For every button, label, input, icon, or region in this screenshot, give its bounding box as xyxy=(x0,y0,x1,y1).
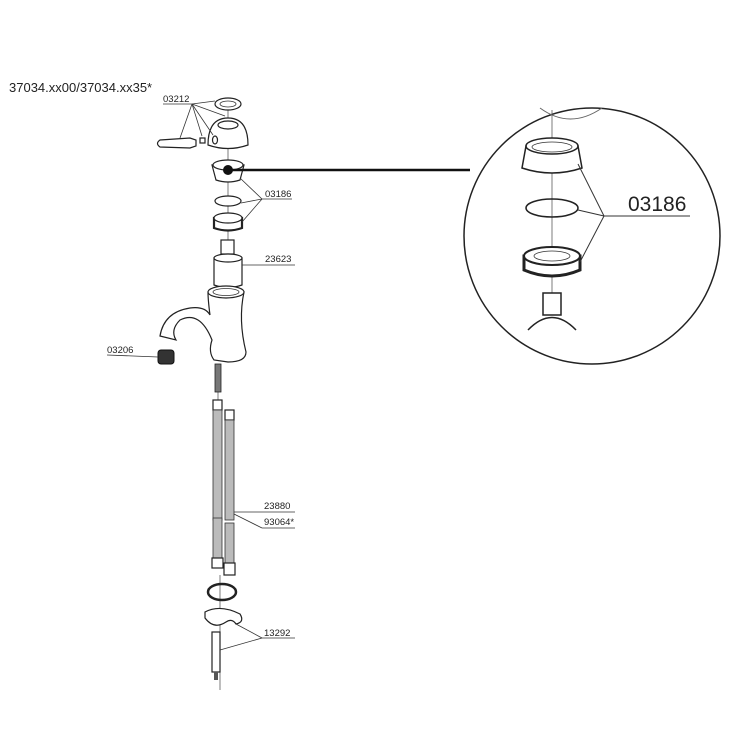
part-label-03206: 03206 xyxy=(107,345,133,356)
part-label-93064: 93064* xyxy=(264,517,294,528)
detail-circle xyxy=(463,107,721,365)
aerator xyxy=(157,349,175,365)
detail-view: 03186 xyxy=(463,107,721,365)
threaded-rod xyxy=(214,363,222,393)
detail-part-label-03186: 03186 xyxy=(628,193,686,216)
part-label-13292: 13292 xyxy=(264,628,290,639)
mounting-kit xyxy=(204,582,243,680)
part-label-23880: 23880 xyxy=(264,501,290,512)
part-label-23623: 23623 xyxy=(265,254,291,265)
part-label-03186: 03186 xyxy=(265,189,291,200)
handle-set-callout: 03212 xyxy=(163,94,226,139)
cap-seal-callout: 03186 xyxy=(239,177,292,223)
faucet-body xyxy=(159,285,247,363)
part-label-03212: 03212 xyxy=(163,94,189,105)
handle-assembly xyxy=(156,97,249,150)
supply-hoses xyxy=(211,399,236,576)
model-number-title: 37034.xx00/37034.xx35* xyxy=(9,80,152,95)
cartridge xyxy=(213,239,243,289)
